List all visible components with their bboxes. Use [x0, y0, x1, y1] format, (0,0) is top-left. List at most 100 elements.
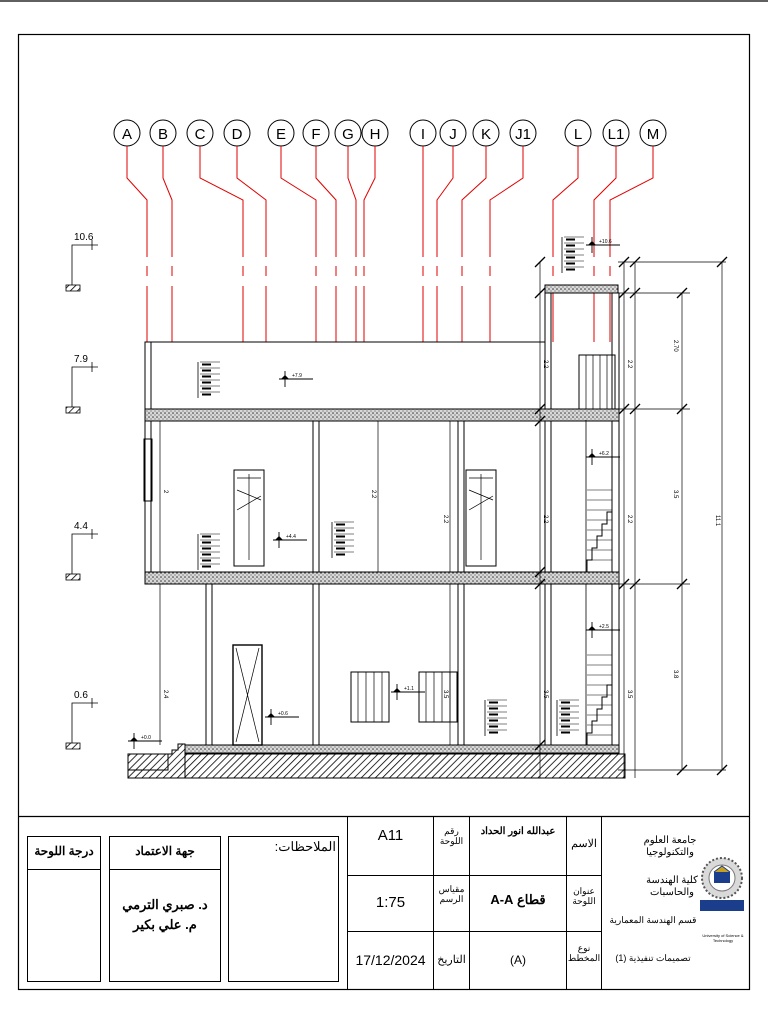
finish-legend: [561, 236, 584, 273]
stair-flight-lower: [586, 684, 612, 745]
spot-level-value: +0.6: [278, 711, 288, 717]
grid-axis-label: L: [574, 126, 582, 143]
grid-axis-label: K: [481, 126, 491, 143]
dimension-texts: 2.2 2.2 3.5 2.2 2.2 3.5 2.70 3.5 3.8 2 2…: [162, 340, 720, 699]
roof-slab: [144, 408, 620, 422]
window-mid-1: [350, 671, 390, 723]
svg-text:2.2: 2.2: [370, 490, 376, 499]
wall-j-ground: [457, 583, 465, 746]
level-marker-0: 10.6: [65, 232, 98, 292]
svg-text:3.5: 3.5: [442, 690, 448, 699]
spot-level: +10.6: [586, 237, 620, 253]
window-stair: [578, 354, 616, 410]
svg-text:2: 2: [162, 490, 168, 494]
title-block-grid: [27, 816, 602, 990]
spot-level: +0.0: [128, 733, 162, 749]
wall-l-ground: [544, 583, 552, 746]
wall-l-stair: [544, 292, 552, 410]
grid-axis-label: C: [195, 126, 206, 143]
wall-c-ground: [205, 583, 213, 746]
stair-flight-upper: [586, 500, 613, 572]
spot-level-value: +2.5: [599, 624, 609, 630]
grid-axis-label: G: [342, 126, 354, 143]
finish-legend: [331, 521, 354, 558]
university-logo: [700, 857, 744, 911]
level-markers: 10.6 7.9 4.4 0.6: [65, 232, 98, 750]
grid-axis-a: A: [113, 119, 148, 342]
grid-axis-m: M: [609, 119, 667, 342]
level-value: 10.6: [74, 232, 94, 243]
grid-axis-label: D: [232, 126, 243, 143]
floor-slabs: [127, 284, 626, 779]
stairs: [585, 420, 613, 745]
spot-level-value: +10.6: [599, 239, 612, 245]
svg-text:2.4: 2.4: [162, 690, 168, 699]
approval-label: جهة الاعتماد: [135, 844, 195, 858]
grid-axis-h: H: [361, 119, 389, 342]
grid-axis-f: F: [302, 119, 337, 342]
foundation: [127, 753, 626, 779]
spot-level: +6.2: [586, 449, 620, 465]
grid-axis-l1: L1: [593, 119, 630, 342]
notes-label: الملاحظات:: [274, 839, 336, 854]
grid-axis-label: I: [421, 126, 425, 143]
wall-l-first: [544, 420, 552, 573]
grade-label: درجة اللوحة: [34, 844, 94, 858]
grid-axis-label: E: [276, 126, 286, 143]
spot-level-value: +0.0: [141, 735, 151, 741]
level-marker-1: 7.9: [65, 354, 98, 414]
grid-axis-b: B: [149, 119, 177, 342]
grid-axis-label: J1: [515, 126, 531, 143]
wall-j-first: [457, 420, 465, 573]
wall-f-ground: [312, 583, 320, 746]
door-ground: [232, 644, 263, 746]
grid-axis-g: G: [334, 119, 362, 342]
course-name: تصميمات تنفيذية (1): [615, 953, 691, 963]
date-value: 17/12/2024: [355, 952, 426, 968]
spot-level: +2.5: [586, 622, 620, 638]
grid-axis-k: K: [461, 119, 500, 342]
level-value: 0.6: [74, 690, 88, 701]
wall-right-ground: [611, 583, 620, 746]
finish-legend: [197, 533, 220, 570]
sheet-no-value: A11: [377, 827, 404, 844]
approver-2: م. علي بكير: [133, 917, 197, 932]
svg-text:2.2: 2.2: [542, 515, 548, 524]
grid-axis-label: F: [311, 126, 320, 143]
spot-level: +7.9: [279, 371, 313, 387]
logo-caption: University of Science & Technology: [702, 933, 744, 943]
spot-level: +1.1: [391, 684, 425, 700]
grid-axis-j: J: [436, 119, 467, 342]
scale-value: 1:75: [375, 894, 406, 911]
grid-axis-label: J: [449, 126, 457, 143]
grid-axis-i: I: [409, 119, 437, 342]
spot-level-value: +4.4: [286, 534, 296, 540]
wall-left-first: [144, 420, 152, 573]
windows: [143, 354, 616, 723]
svg-text:3.5: 3.5: [542, 690, 548, 699]
grid-axis-label: H: [370, 126, 381, 143]
grid-axis-c: C: [186, 119, 244, 342]
walls: [144, 292, 620, 746]
title-label: عنوان اللوحة: [572, 886, 596, 907]
svg-text:2.2: 2.2: [626, 515, 632, 524]
roof-parapet-slab: [544, 284, 619, 294]
svg-text:2.2: 2.2: [542, 360, 548, 369]
door-first-floor-1: [233, 469, 265, 567]
grid-axis-j1: J1: [489, 119, 537, 342]
title-value: قطاع A-A: [490, 892, 546, 907]
grid-axis-e: E: [267, 119, 317, 342]
level-marker-2: 4.4: [65, 521, 98, 581]
grid-axis-l: L: [552, 119, 592, 342]
spot-level-value: +6.2: [599, 451, 609, 457]
entrance-steps: [127, 743, 186, 779]
spot-levels: +10.6 +7.9 +6.2 +4.4 +2.5 +1.1 +0.6 +0.0: [128, 237, 620, 749]
scale-label: مقياس الرسم: [438, 884, 465, 905]
window-left: [143, 438, 153, 502]
svg-text:3.5: 3.5: [672, 490, 678, 499]
spot-level-value: +7.9: [292, 373, 302, 379]
dimension-lines: [159, 261, 726, 778]
svg-text:2.70: 2.70: [672, 340, 678, 352]
